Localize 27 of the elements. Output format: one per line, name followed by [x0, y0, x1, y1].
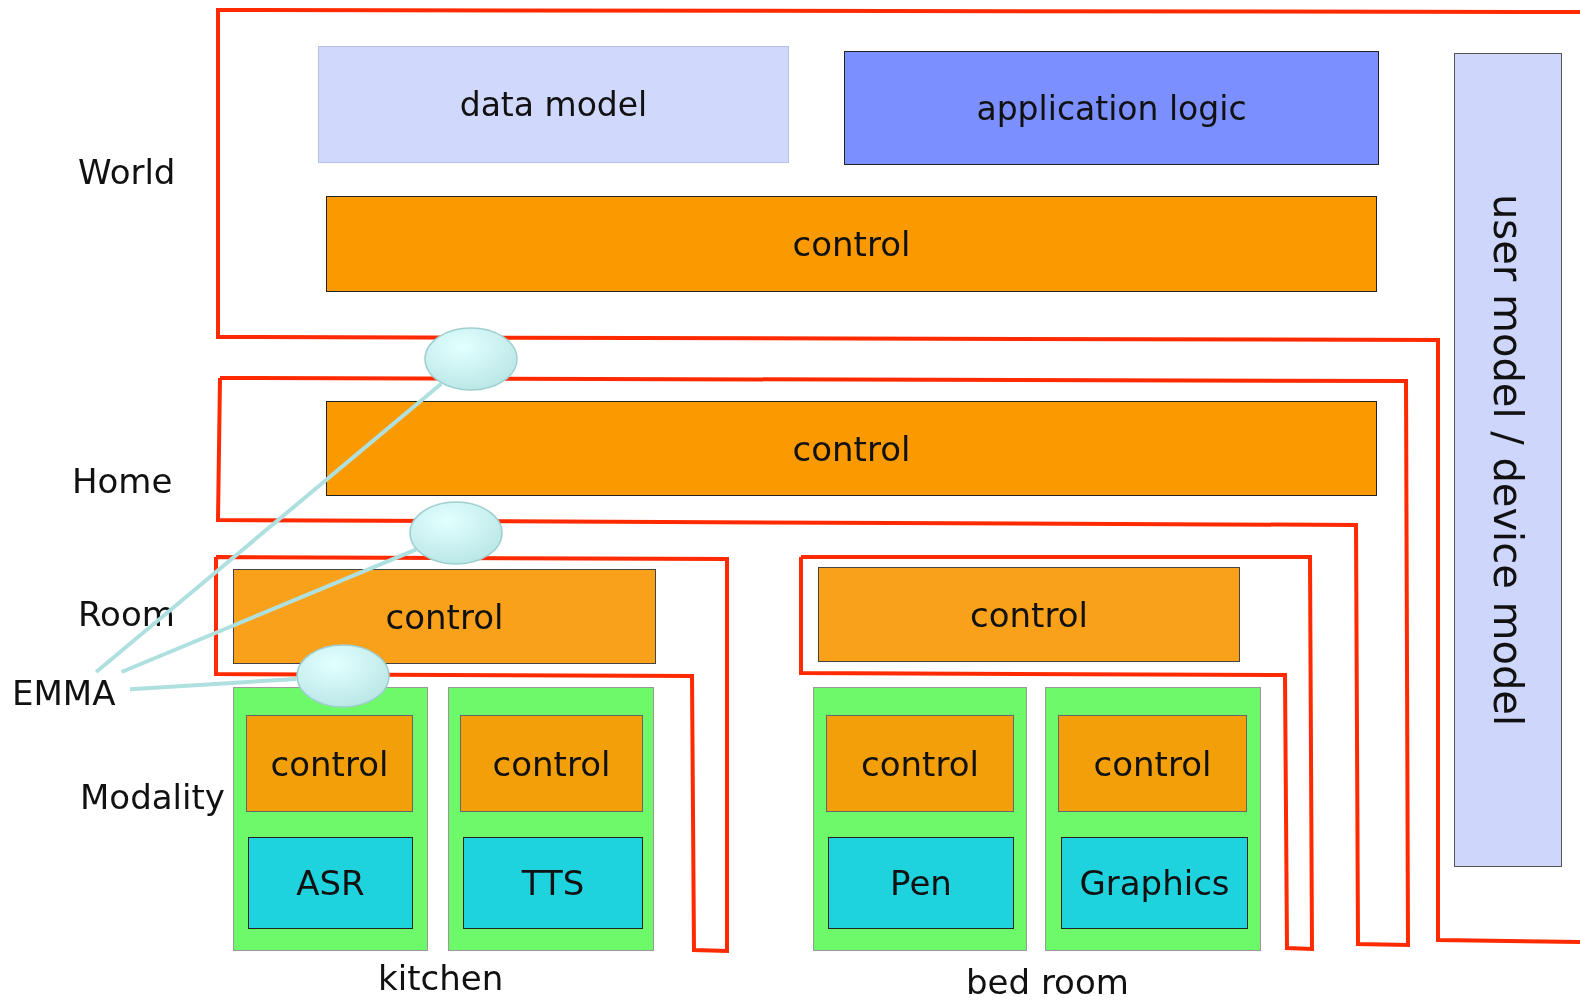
model-panel: user model / device model	[1454, 53, 1562, 867]
control-bar: control	[326, 196, 1377, 292]
component-box: Graphics	[1061, 837, 1248, 929]
model-box: data model	[318, 46, 789, 163]
leader-line	[129, 676, 297, 692]
control-box: control	[1058, 715, 1247, 812]
modality-panel	[233, 687, 428, 951]
control-box: control	[460, 715, 643, 812]
level-label: Home	[72, 461, 173, 501]
modality-panel	[1045, 687, 1261, 951]
control-box: control	[826, 715, 1014, 812]
component-box: TTS	[463, 837, 643, 929]
level-label: World	[78, 152, 176, 192]
control-bar: control	[326, 401, 1377, 496]
level-label: Room	[78, 594, 175, 634]
control-bar: control	[818, 567, 1240, 662]
component-box: ASR	[248, 837, 413, 929]
modality-panel	[813, 687, 1027, 951]
modality-panel	[448, 687, 654, 951]
control-bar: control	[233, 569, 656, 664]
group-label: kitchen	[378, 958, 504, 998]
callout-label: EMMA	[12, 672, 130, 714]
level-label: Modality	[80, 777, 225, 817]
component-box: Pen	[828, 837, 1014, 929]
control-box: control	[246, 715, 413, 812]
group-label: bed room	[966, 962, 1129, 1002]
logic-box: application logic	[844, 51, 1379, 165]
